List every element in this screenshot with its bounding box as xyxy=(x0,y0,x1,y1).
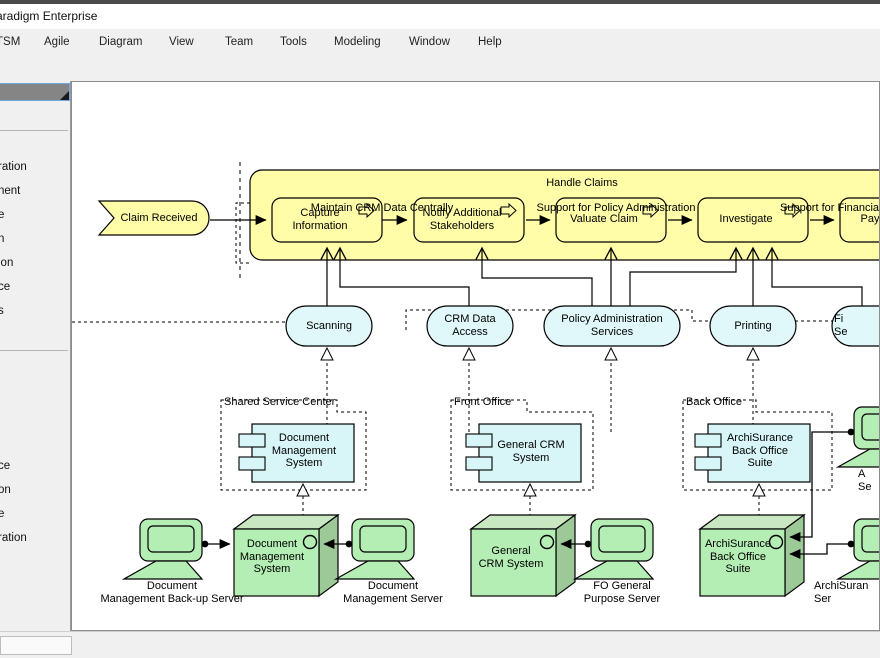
panel-divider-2 xyxy=(0,350,68,351)
status-bar xyxy=(0,631,880,658)
panel-header-tab[interactable] xyxy=(0,83,70,101)
sidebar-item-11[interactable]: ration xyxy=(0,532,27,541)
sidebar-item-5[interactable]: ion xyxy=(0,257,14,269)
event-claim-received[interactable] xyxy=(97,200,210,236)
window-title: l Paradigm Enterprise xyxy=(0,9,98,23)
service-policy-administration-services[interactable] xyxy=(543,305,681,347)
process-arrow-icon xyxy=(358,202,375,219)
status-bar-panel xyxy=(0,636,72,655)
menu-item-diagram[interactable]: Diagram xyxy=(99,36,143,48)
menu-item-view[interactable]: View xyxy=(169,36,194,48)
process-pay[interactable] xyxy=(839,197,880,243)
archimate-diagram xyxy=(72,162,880,598)
component-realization-arrowheads xyxy=(296,482,766,497)
toolbar[interactable] xyxy=(0,57,880,81)
service-financial-cut[interactable] xyxy=(831,305,880,347)
menu-item-modeling[interactable]: Modeling xyxy=(334,36,381,48)
location-front-office[interactable] xyxy=(450,399,594,491)
service-realizations xyxy=(326,360,754,432)
sidebar-item-6[interactable]: ce xyxy=(0,281,11,293)
menu-item-window[interactable]: Window xyxy=(409,36,450,48)
process-valuate-claim[interactable] xyxy=(555,197,667,243)
left-panel: ration nent e n ion ce s ce on e ration xyxy=(0,81,71,631)
location-shared-service-center[interactable] xyxy=(220,399,367,491)
device-node-connectors xyxy=(201,428,855,559)
sidebar-item-4[interactable]: n xyxy=(0,233,4,245)
device-document-management-server[interactable] xyxy=(333,518,416,580)
resize-corner-icon xyxy=(60,91,69,100)
service-printing[interactable] xyxy=(709,305,797,347)
device-archisurance-server-lower[interactable] xyxy=(835,518,880,580)
process-capture-information[interactable] xyxy=(271,197,383,243)
menu-item-team[interactable]: Team xyxy=(225,36,254,48)
panel-divider-1 xyxy=(0,130,68,131)
service-realization-arrowheads xyxy=(320,346,760,361)
device-document-management-backup-server[interactable] xyxy=(121,518,204,580)
sidebar-item-3[interactable]: e xyxy=(0,209,4,221)
location-back-office[interactable] xyxy=(682,399,833,491)
sidebar-item-2[interactable]: nent xyxy=(0,185,21,197)
sidebar-item-10[interactable]: e xyxy=(0,508,4,520)
process-notify-additional-stakeholders[interactable] xyxy=(413,197,525,243)
sidebar-item-8[interactable]: ce xyxy=(0,460,11,472)
diagram-canvas[interactable]: Maintain CRM Data Centrally Support for … xyxy=(71,81,880,631)
node-archisurance-back-office-suite[interactable] xyxy=(698,513,806,598)
component-archisurance-back-office-suite[interactable] xyxy=(694,423,811,483)
component-realizations xyxy=(302,496,760,517)
device-fo-general-purpose-server[interactable] xyxy=(572,518,655,580)
device-archisurance-server-upper[interactable] xyxy=(835,406,880,468)
service-crm-data-access[interactable] xyxy=(426,305,514,347)
title-bar: l Paradigm Enterprise xyxy=(0,4,880,29)
node-document-management-system[interactable] xyxy=(232,513,340,598)
service-scanning[interactable] xyxy=(285,305,373,347)
menu-item-help[interactable]: Help xyxy=(478,36,502,48)
sidebar-item-7[interactable]: s xyxy=(0,305,4,317)
menu-item-tools[interactable]: Tools xyxy=(280,36,307,48)
window-top-strip xyxy=(0,0,880,4)
sidebar-item-9[interactable]: on xyxy=(0,484,11,496)
component-general-crm-system[interactable] xyxy=(465,423,582,483)
process-investigate[interactable] xyxy=(697,197,809,243)
menu-bar[interactable]: TSM Agile Diagram View Team Tools Modeli… xyxy=(0,29,880,58)
sidebar-item-1[interactable]: ration xyxy=(0,161,27,173)
menu-item-tsm[interactable]: TSM xyxy=(0,36,21,48)
node-general-crm-system[interactable] xyxy=(469,513,577,598)
menu-item-agile[interactable]: Agile xyxy=(44,36,70,48)
component-document-management-system[interactable] xyxy=(238,423,355,483)
